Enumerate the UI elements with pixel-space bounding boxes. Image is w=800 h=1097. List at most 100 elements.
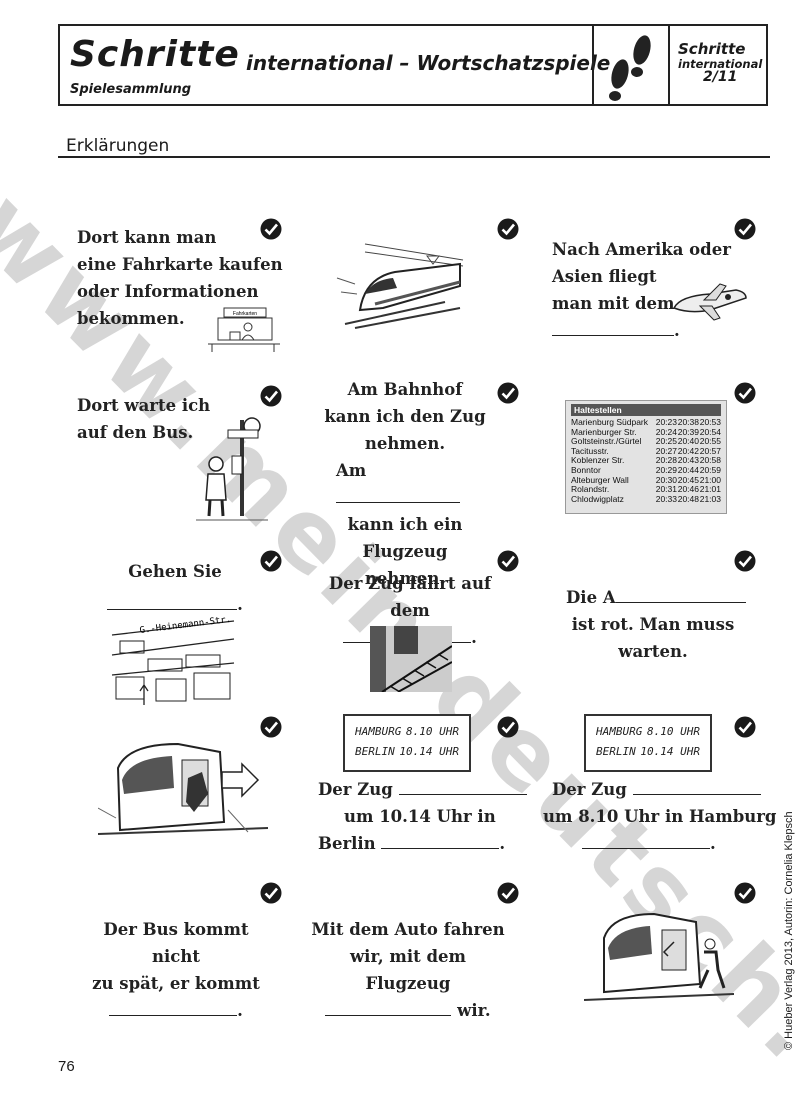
departure-time: 20:29 — [655, 464, 677, 475]
card-line: bekommen. — [77, 309, 185, 328]
section-rule — [58, 156, 770, 158]
card-airplane: Nach Amerika oder Asien fliegt man mit d… — [552, 236, 731, 344]
departure-time: 20:31 — [655, 484, 677, 495]
train-leaving-illustration — [98, 742, 268, 835]
card-line: kann ich den Zug — [324, 407, 486, 426]
card-directions: Gehen Sie . — [100, 558, 250, 618]
street-map-illustration: G.-Heinemann-Str. — [111, 615, 235, 705]
board-city: BERLIN — [596, 745, 636, 758]
level-line-3: 2/11 — [702, 68, 738, 85]
card-traffic-light: Die A ist rot. Man muss warten. — [560, 584, 746, 665]
copyright-notice: © Hueber Verlag 2013, Autorin: Cornelia … — [783, 811, 795, 1050]
departure-time: 20:53 — [699, 417, 721, 427]
card-line: warten. — [618, 642, 688, 661]
answer-blank: . — [78, 997, 274, 1024]
departure-time: 21:00 — [699, 474, 721, 485]
header-divider-2 — [668, 26, 670, 104]
check-icon — [260, 882, 282, 904]
departure-time: 21:03 — [699, 493, 721, 504]
departure-time: 20:48 — [677, 493, 699, 504]
card-line: um 8.10 Uhr in Hamburg — [543, 807, 777, 826]
departure-time: 20:54 — [699, 426, 721, 437]
level-line-2: international — [678, 56, 763, 71]
card-line: Am — [336, 461, 367, 480]
card-line: man mit dem — [552, 294, 675, 313]
section-title: Erklärungen — [66, 136, 170, 156]
card-line: kann ich ein Flugzeug — [347, 515, 463, 561]
stop-name: Marienburger Str. — [571, 426, 637, 437]
card-line: Der Zug fährt auf dem — [328, 574, 492, 620]
departure-time: 20:33 — [655, 493, 677, 504]
board-line: HAMBURG 8.10 UHR — [596, 722, 700, 742]
answer-line: Der Zug — [318, 776, 527, 803]
departure-time: 20:28 — [655, 455, 677, 466]
departure-time: 20:43 — [677, 455, 699, 466]
train-arriving-illustration — [584, 912, 734, 1001]
ticket-sign-text: Fahrkarten — [233, 311, 257, 317]
departure-time: 20:39 — [677, 426, 699, 437]
check-icon — [734, 382, 756, 404]
board-city: HAMBURG — [355, 725, 402, 738]
header-box: Schritte international – Wortschatzspiel… — [58, 24, 768, 106]
stop-name: Tacitusstr. — [571, 445, 609, 456]
departure-time: 20:38 — [677, 417, 699, 427]
stop-name: Marienburg Südpark — [571, 417, 649, 427]
answer-blank — [381, 833, 500, 849]
answer-line: Der Zug — [552, 776, 790, 803]
card-line: Der Zug — [552, 780, 627, 799]
answer-blank: . — [100, 591, 250, 618]
check-icon — [734, 550, 756, 572]
level-line-1: Schritte — [678, 40, 746, 58]
departure-time: 20:58 — [699, 455, 721, 466]
departure-time: 20:27 — [655, 445, 677, 456]
header-subtitle: international – Wortschatzspiele — [246, 51, 611, 75]
platform-illustration — [370, 626, 452, 692]
departure-time: 20:40 — [677, 436, 699, 447]
board-city: HAMBURG — [596, 725, 643, 738]
card-line: Die A — [566, 588, 616, 607]
card-line: Gehen Sie — [128, 562, 222, 581]
stop-name: Rolandstr. — [571, 484, 610, 495]
card-line: oder Informationen — [77, 282, 259, 301]
check-icon — [497, 716, 519, 738]
board-time: 10.14 UHR — [399, 745, 459, 758]
stop-name: Koblenzer Str. — [571, 455, 625, 466]
board-time: 10.14 UHR — [640, 745, 700, 758]
departure-time: 20:25 — [655, 436, 677, 447]
card-bus-stop: Dort warte ich auf den Bus. — [77, 392, 210, 446]
answer-blank — [325, 1000, 452, 1016]
card-line: Dort kann man — [77, 228, 217, 247]
card-arrival: Der Zug um 10.14 Uhr in Berlin . — [318, 776, 527, 857]
card-line: wir, mit dem Flugzeug — [349, 947, 467, 993]
answer-line: Am — [336, 457, 494, 511]
check-icon — [497, 882, 519, 904]
departure-time: 20:30 — [655, 474, 677, 485]
check-icon — [497, 550, 519, 572]
answer-blank — [632, 779, 761, 795]
card-bus-early: Der Bus kommt nicht zu spät, er kommt . — [78, 916, 274, 1024]
airplane-illustration — [672, 283, 747, 321]
check-icon — [260, 550, 282, 572]
board-time: 8.10 UHR — [647, 725, 700, 738]
check-icon — [260, 716, 282, 738]
card-line: nehmen. — [364, 434, 446, 453]
map-street-label: G.-Heinemann-Str. — [139, 615, 232, 636]
answer-line: Die A — [566, 584, 746, 611]
stop-name: Chlodwigplatz — [571, 493, 624, 504]
card-line: Der Zug — [318, 780, 393, 799]
departure-time: 20:44 — [677, 464, 699, 475]
card-line: Am Bahnhof — [347, 380, 463, 399]
card-line: um 10.14 Uhr in — [344, 807, 496, 826]
ticket-counter-illustration: Fahrkarten — [208, 307, 280, 352]
